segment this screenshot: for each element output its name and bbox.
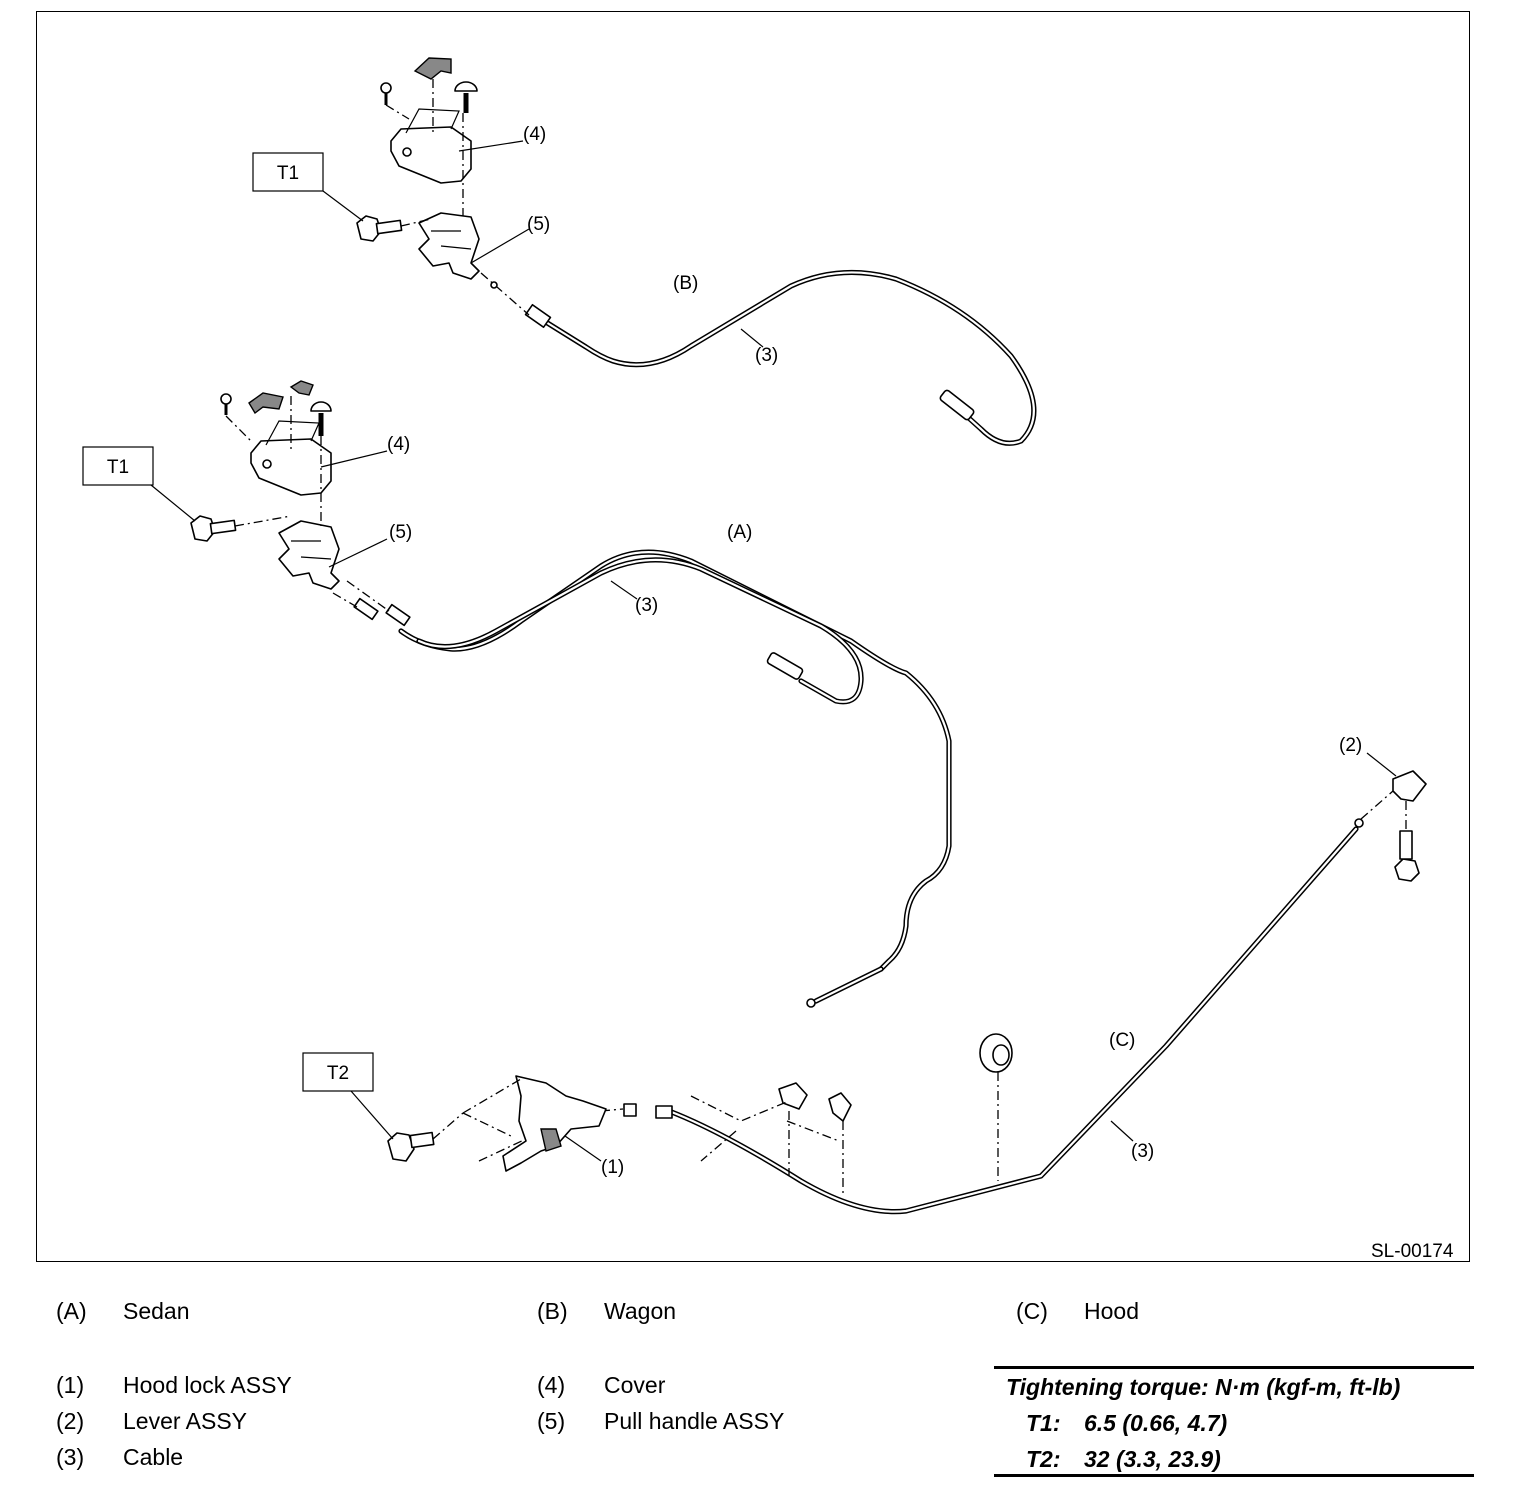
torque-value-t2: 32 (3.3, 23.9) — [1084, 1446, 1221, 1472]
legend-key-1: (1) — [56, 1372, 85, 1398]
callout-cover-wagon: (4) — [523, 124, 546, 145]
hood-cable — [666, 826, 1359, 1215]
torque-key-t2: T2: — [1026, 1446, 1061, 1472]
torque-rule-top — [994, 1366, 1474, 1369]
legend-name-sedan: Sedan — [123, 1298, 190, 1324]
hood-lock — [502, 1075, 607, 1172]
legend-name-pull-handle: Pull handle ASSY — [604, 1408, 785, 1434]
legend-name-lever: Lever ASSY — [123, 1408, 248, 1434]
torque-rule-bottom — [994, 1474, 1474, 1477]
sedan-cover — [250, 438, 332, 496]
callout-cable-wagon: (3) — [755, 345, 778, 366]
t2-tag: T2 — [302, 1052, 374, 1092]
svg-text:T1: T1 — [107, 457, 129, 478]
svg-text:T1: T1 — [277, 163, 299, 184]
legend-key-4: (4) — [537, 1372, 566, 1398]
legend-key-a: (A) — [56, 1298, 87, 1324]
legend-name-wagon: Wagon — [604, 1298, 677, 1324]
wagon-cover — [390, 126, 472, 184]
leader-lines — [150, 140, 1397, 1162]
callout-cable-hood: (3) — [1131, 1141, 1154, 1162]
hood-lock-exploded-diagram: T1 T1 T2 (4) (5) (B) (3) (4) (5) (A) (3)… — [82, 57, 1454, 1262]
legend-key-3: (3) — [56, 1444, 85, 1470]
sedan-assembly — [190, 380, 952, 1008]
callout-lever: (2) — [1339, 735, 1362, 756]
sedan-cable — [398, 549, 952, 972]
legend-key-c: (C) — [1016, 1298, 1048, 1324]
torque-value-t1: 6.5 (0.66, 4.7) — [1084, 1410, 1228, 1436]
wagon-assembly — [356, 57, 1037, 446]
wagon-cable — [538, 269, 1037, 446]
callout-sedan: (A) — [727, 522, 752, 543]
legend-key-2: (2) — [56, 1408, 85, 1434]
callout-wagon: (B) — [673, 273, 698, 294]
t1-sedan-tag: T1 — [82, 446, 154, 486]
t1-wagon-tag: T1 — [252, 152, 324, 192]
legend-name-hood-lock: Hood lock ASSY — [123, 1372, 292, 1398]
callout-cover-sedan: (4) — [387, 434, 410, 455]
hood-assembly — [387, 770, 1427, 1215]
sedan-pull-handle — [278, 520, 340, 590]
lever-assy — [1392, 770, 1427, 802]
svg-text:T2: T2 — [327, 1063, 349, 1084]
callout-cable-sedan: (3) — [635, 595, 658, 616]
torque-key-t1: T1: — [1026, 1410, 1061, 1436]
legend-name-hood: Hood — [1084, 1298, 1139, 1324]
callout-pull-handle-sedan: (5) — [389, 522, 412, 543]
wagon-pull-handle — [418, 212, 480, 280]
wagon-cable-end — [939, 389, 975, 421]
legend-key-b: (B) — [537, 1298, 568, 1324]
legend-name-cover: Cover — [604, 1372, 666, 1398]
hood-t2-bolt — [387, 1132, 415, 1162]
figure-code: SL-00174 — [1371, 1241, 1454, 1262]
legend-name-cable: Cable — [123, 1444, 184, 1470]
callout-hood: (C) — [1109, 1030, 1135, 1051]
diagram-frame: T1 T1 T2 (4) (5) (B) (3) (4) (5) (A) (3)… — [36, 11, 1470, 1262]
torque-heading: Tightening torque: N·m (kgf-m, ft-lb) — [1006, 1374, 1401, 1400]
callout-pull-handle-wagon: (5) — [527, 214, 550, 235]
callout-hood-lock: (1) — [601, 1157, 624, 1178]
legend-key-5: (5) — [537, 1408, 566, 1434]
